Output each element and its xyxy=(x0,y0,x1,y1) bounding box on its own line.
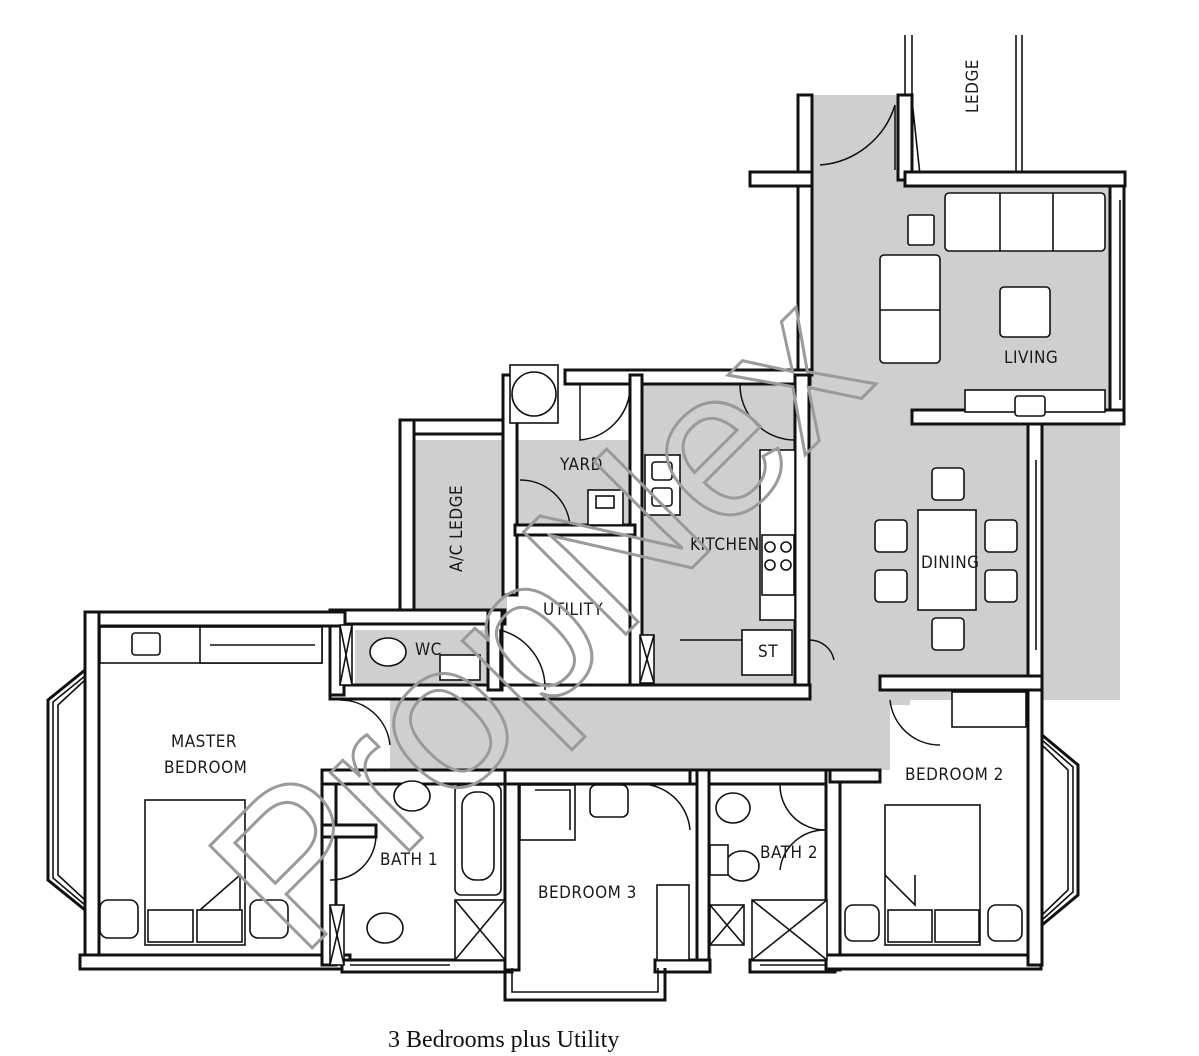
label-ledge: LEDGE xyxy=(963,59,983,113)
dining-furniture xyxy=(874,467,1018,651)
label-master-bedroom-line1: MASTER xyxy=(171,732,237,752)
label-utility: UTILITY xyxy=(543,600,603,620)
label-bath-2: BATH 2 xyxy=(760,843,818,863)
ledge-area xyxy=(904,35,1023,176)
label-kitchen: KITCHEN xyxy=(690,535,760,555)
bay-windows xyxy=(46,200,1121,1002)
label-st: ST xyxy=(758,642,778,662)
label-bedroom-3: BEDROOM 3 xyxy=(538,883,637,903)
label-living: LIVING xyxy=(1004,348,1058,368)
room-labels: LEDGE LIVING DINING KITCHEN YARD A/C LED… xyxy=(164,59,1058,903)
label-dining: DINING xyxy=(921,553,980,573)
plan-caption: 3 Bedrooms plus Utility xyxy=(388,1027,619,1053)
label-yard: YARD xyxy=(559,455,603,475)
doors xyxy=(329,104,941,881)
label-ac-ledge: A/C LEDGE xyxy=(447,485,467,572)
living-furniture xyxy=(879,192,1106,417)
label-wc: WC xyxy=(415,640,442,660)
kitchen-fittings xyxy=(509,364,796,676)
label-bedroom-2: BEDROOM 2 xyxy=(905,765,1004,785)
shaded-common-areas xyxy=(355,95,1120,770)
label-master-bedroom-line2: BEDROOM xyxy=(164,758,247,778)
sanitary-fittings xyxy=(329,624,828,966)
label-bath-1: BATH 1 xyxy=(380,850,438,870)
bedroom-furniture xyxy=(99,626,1027,961)
